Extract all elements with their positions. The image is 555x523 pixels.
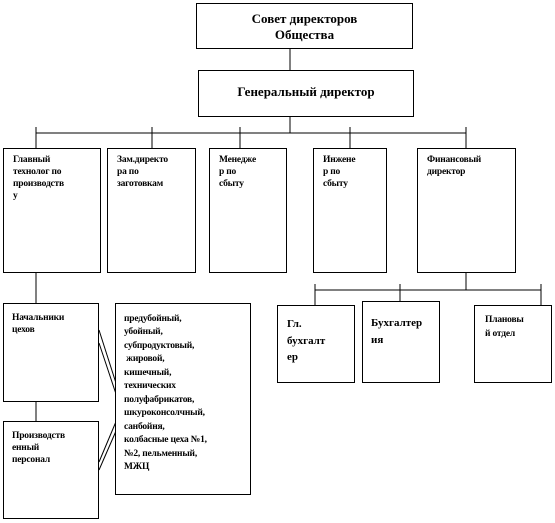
production-staff-box: Производств енный персонал [3,421,99,519]
shops-list-box: предубойный, убойный, субпродуктовый, жи… [115,303,251,495]
chief-technologist-box: Главный технолог по производств у [3,148,101,273]
production-staff-line: енный [12,442,40,453]
shop-item: технических [124,381,176,392]
sales-manager-box: Менедже р по сбыту [209,148,287,273]
chief-technologist-line: Главный [13,155,51,165]
accounting-line: Бухгалтер [371,317,423,329]
shop-item: жировой, [124,354,165,365]
deputy-director-line: Зам.директо [117,155,168,165]
production-staff-line: персонал [12,454,50,465]
shop-item: №2, пельменный, [124,448,197,459]
heads-of-shops-line: Начальники [12,313,65,323]
chief-accountant-line: ер [287,351,298,363]
board-of-directors-box: Совет директоров Общества [196,3,413,49]
shop-item: предубойный, [124,314,182,324]
board-title-line1: Совет директоров [251,11,358,26]
chief-technologist-line: производств [13,178,64,189]
sales-manager-line: Менедже [219,155,257,165]
shop-item: субпродуктовый, [124,340,195,351]
shop-item: полуфабрикатов, [124,394,195,405]
sales-manager-line: сбыту [219,178,244,189]
heads-of-shops-line: цехов [12,324,35,335]
sales-engineer-line: Инжене [323,155,356,165]
accounting-box: Бухгалтер ия [362,301,440,383]
planning-department-line: й отдел [485,328,515,339]
accounting-line: ия [371,333,384,346]
sales-engineer-line: р по [323,166,341,177]
sales-engineer-line: сбыту [323,178,348,189]
chief-technologist-line: у [13,190,18,201]
shop-item: колбасные цеха №1, [124,435,207,446]
sales-manager-line: р по [219,166,237,177]
deputy-director-line: ра по [117,166,139,177]
heads-of-shops-box: Начальники цехов [3,303,99,402]
deputy-director-line: заготовкам [117,178,164,189]
financial-director-box: Финансовый директор [417,148,516,273]
shop-item: санбойня, [124,421,165,432]
shop-item: кишечный, [124,367,172,378]
production-staff-line: Производств [12,431,65,441]
planning-department-line: Плановы [485,315,524,325]
general-director-box: Генеральный директор [198,70,414,117]
financial-director-line: директор [427,166,466,177]
financial-director-line: Финансовый [427,155,482,165]
sales-engineer-box: Инжене р по сбыту [313,148,387,273]
shop-item: убойный, [124,327,163,338]
chief-technologist-line: технолог по [13,166,62,177]
board-title-line2: Общества [274,27,335,43]
general-director-label: Генеральный директор [237,84,375,99]
chief-accountant-line: Гл. [287,318,302,330]
chief-accountant-box: Гл. бухгалт ер [277,305,355,383]
shop-item: шкуроконсолчный, [124,408,205,419]
planning-department-box: Плановы й отдел [474,305,552,383]
shop-item: МЖЦ [124,462,150,473]
chief-accountant-line: бухгалт [287,334,326,347]
deputy-director-box: Зам.директо ра по заготовкам [107,148,196,273]
